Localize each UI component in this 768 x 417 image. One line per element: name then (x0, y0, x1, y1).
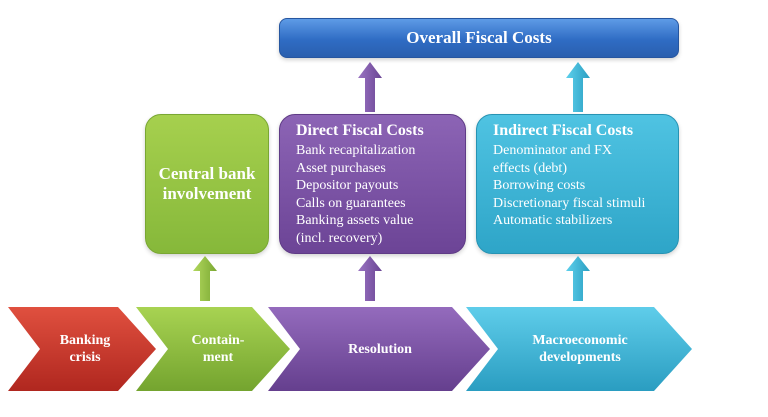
indirect-item: effects (debt) (493, 160, 567, 176)
direct-fiscal-costs-title: Direct Fiscal Costs (296, 122, 424, 139)
arrow-up-containment-to-central-bank (193, 256, 217, 301)
stage-label-banking-crisis: Banking crisis (59, 333, 111, 365)
stage-chevron-containment (136, 307, 290, 391)
indirect-item: Borrowing costs (493, 178, 586, 193)
central-bank-involvement-box: Central bank involvement (145, 114, 269, 254)
direct-item: Asset purchases (296, 160, 386, 176)
direct-item: (incl. recovery) (296, 230, 383, 246)
direct-fiscal-costs-box: Direct Fiscal Costs Bank recapitalizatio… (279, 114, 466, 254)
indirect-fiscal-costs-box: Indirect Fiscal Costs Denominator and FX… (476, 114, 679, 254)
direct-item: Bank recapitalization (296, 143, 416, 158)
direct-item: Banking assets value (296, 213, 414, 228)
indirect-item: Discretionary fiscal stimuli (493, 195, 646, 211)
stage-label-resolution: Resolution (348, 341, 412, 357)
indirect-item: Automatic stabilizers (493, 213, 613, 228)
overall-fiscal-costs-box: Overall Fiscal Costs (279, 18, 679, 58)
indirect-fiscal-costs-title: Indirect Fiscal Costs (493, 122, 634, 139)
stage-chevron-resolution (268, 307, 490, 391)
direct-item: Depositor payouts (296, 178, 399, 193)
overall-fiscal-costs-title: Overall Fiscal Costs (406, 28, 552, 47)
stage-chevron-macroeconomic-developments (466, 307, 692, 391)
arrow-up-direct-to-overall (358, 62, 382, 112)
central-bank-involvement-title: Central bank involvement (158, 164, 256, 203)
direct-item: Calls on guarantees (296, 195, 406, 211)
indirect-item: Denominator and FX (493, 143, 612, 158)
stage-label-containment: Contain-ment (191, 333, 245, 365)
arrow-up-macro-to-indirect (566, 256, 590, 301)
stage-chevron-banking-crisis (8, 307, 156, 391)
arrow-up-indirect-to-overall (566, 62, 590, 112)
arrow-up-resolution-to-direct (358, 256, 382, 301)
stage-label-macroeconomic-developments: Macroeconomic developments (532, 333, 628, 365)
